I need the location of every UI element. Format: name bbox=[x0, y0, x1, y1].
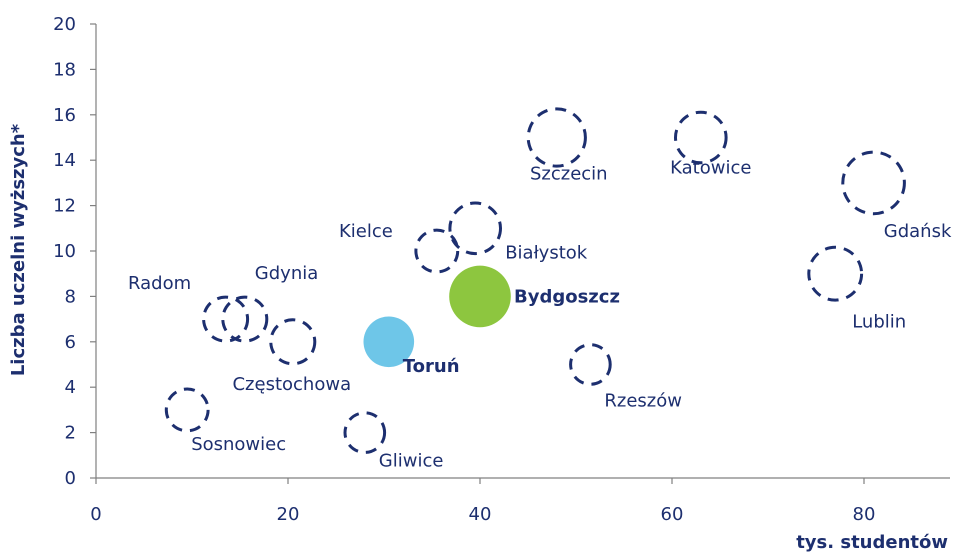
point-katowice bbox=[674, 110, 728, 165]
label-katowice: Katowice bbox=[670, 158, 751, 179]
point-bydgoszcz bbox=[449, 265, 511, 328]
point-kielce bbox=[414, 228, 460, 274]
y-tick-label: 8 bbox=[65, 286, 76, 307]
y-axis-title: Liczba uczelni wyższych* bbox=[8, 123, 29, 376]
x-tick-label: 0 bbox=[90, 504, 101, 525]
y-tick-label: 6 bbox=[65, 332, 76, 353]
label-lublin: Lublin bbox=[852, 312, 906, 333]
label-radom: Radom bbox=[128, 273, 191, 294]
point-gliwice bbox=[343, 411, 387, 454]
x-tick-label: 20 bbox=[277, 504, 300, 525]
point-sosnowiec bbox=[164, 387, 210, 433]
y-tick-label: 10 bbox=[53, 241, 76, 262]
label-sosnowiec: Sosnowiec bbox=[191, 434, 286, 455]
y-tick-label: 18 bbox=[53, 59, 76, 80]
point-radom bbox=[202, 295, 250, 343]
point-rzesz-w bbox=[569, 343, 612, 386]
point-gdynia bbox=[221, 295, 269, 343]
x-axis-title: tys. studentów bbox=[796, 532, 948, 553]
label-cz-stochowa: Częstochowa bbox=[232, 374, 351, 395]
point-lublin bbox=[807, 245, 864, 302]
point-szczecin bbox=[526, 107, 587, 168]
y-tick-label: 2 bbox=[65, 423, 76, 444]
label-gdynia: Gdynia bbox=[255, 263, 318, 284]
y-tick-label: 12 bbox=[53, 196, 76, 217]
label-kielce: Kielce bbox=[339, 221, 393, 242]
point-gda-sk bbox=[841, 150, 906, 216]
label-toru-: Toruń bbox=[403, 356, 460, 377]
y-tick-label: 14 bbox=[53, 150, 76, 171]
y-tick-label: 16 bbox=[53, 105, 76, 126]
label-rzesz-w: Rzeszów bbox=[604, 391, 682, 412]
point-cz-stochowa bbox=[269, 318, 317, 366]
x-tick-label: 40 bbox=[469, 504, 492, 525]
point-bia-ystok bbox=[448, 201, 503, 256]
label-gda-sk: Gdańsk bbox=[884, 221, 952, 242]
x-tick-label: 60 bbox=[661, 504, 684, 525]
label-bydgoszcz: Bydgoszcz bbox=[514, 286, 620, 307]
y-tick-label: 0 bbox=[65, 468, 76, 489]
point-toru- bbox=[363, 316, 415, 368]
axes: 0 2 4 6 8 10 12 14 16 18 20 0 20 40 60 80 bbox=[53, 14, 950, 525]
label-szczecin: Szczecin bbox=[530, 164, 608, 185]
label-bia-ystok: Białystok bbox=[505, 242, 588, 263]
y-tick-label: 20 bbox=[53, 14, 76, 35]
label-gliwice: Gliwice bbox=[379, 451, 444, 472]
data-points bbox=[164, 107, 906, 454]
x-tick-label: 80 bbox=[853, 504, 876, 525]
y-tick-label: 4 bbox=[65, 377, 76, 398]
